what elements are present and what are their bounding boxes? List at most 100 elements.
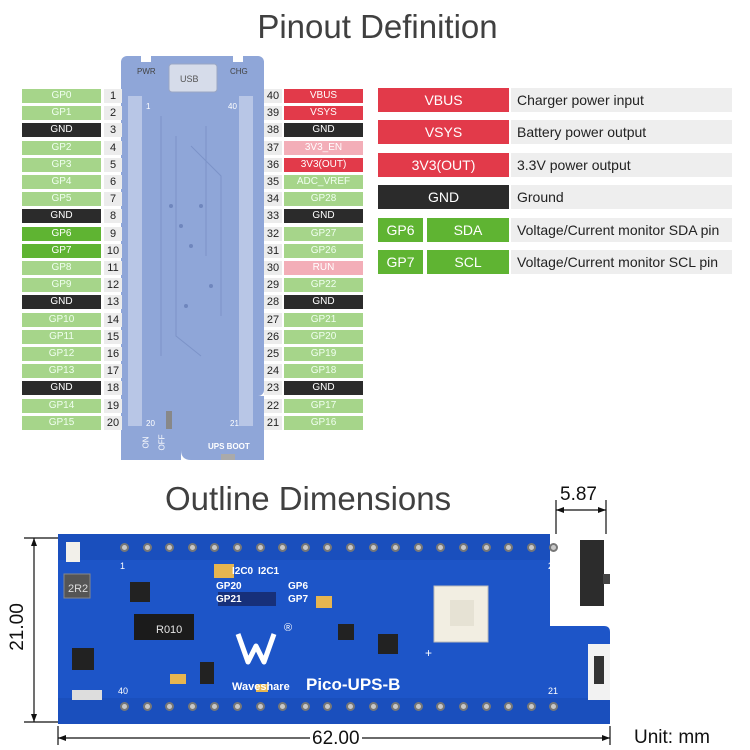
pin-number-left: 6 xyxy=(104,175,122,189)
header-hole xyxy=(346,702,355,711)
header-hole xyxy=(233,702,242,711)
pin-number-left: 15 xyxy=(104,329,122,344)
header-hole xyxy=(526,543,536,552)
pin-number-right: 35 xyxy=(264,175,282,189)
pcb-board xyxy=(58,534,612,724)
legend-pin-box: GP6 xyxy=(378,217,423,242)
legend-pin-box: VSYS xyxy=(378,120,509,145)
legend-function-box: SDA xyxy=(427,217,509,242)
pin-label-right: GND xyxy=(284,209,363,224)
unit-label: Unit: mm xyxy=(634,727,710,748)
pin-number-right: 22 xyxy=(264,398,282,413)
pin-label-right: GP26 xyxy=(284,243,363,258)
pinout-title: Pinout Definition xyxy=(257,8,498,45)
pcb-model-label: Pico-UPS-B xyxy=(306,675,401,694)
pin-label-right: VSYS xyxy=(284,106,363,121)
legend-description: Ground xyxy=(511,185,732,210)
pin-number-right: 32 xyxy=(264,226,282,241)
pcb-gp20-label: GP20 xyxy=(216,581,242,592)
pin-label-left: GP9 xyxy=(22,278,101,293)
pin-label-right: GP17 xyxy=(284,398,363,413)
pcb-gp7-label: GP7 xyxy=(288,594,309,605)
header-hole xyxy=(210,702,220,711)
header-hole xyxy=(323,543,333,552)
pin-label-right: GP28 xyxy=(284,192,363,207)
pin-label-left: GND xyxy=(22,123,101,138)
legend-description: Charger power input xyxy=(511,88,732,112)
pin-number-left: 19 xyxy=(104,398,122,413)
pin-label-left: GP1 xyxy=(22,106,101,121)
pin-number-right: 21 xyxy=(264,415,282,430)
pin-number-right: 39 xyxy=(264,106,282,121)
pin-label-left: GP5 xyxy=(22,192,101,207)
pin-label-left: GND xyxy=(22,209,101,224)
pin-number-left: 4 xyxy=(104,140,122,155)
pin-label-right: 3V3(OUT) xyxy=(284,157,363,172)
header-hole xyxy=(323,702,333,711)
pin-label-left: GP13 xyxy=(22,364,101,379)
pin-number-right: 30 xyxy=(264,261,282,275)
board-pin40-label: 40 xyxy=(228,102,237,111)
header-hole xyxy=(255,543,265,552)
pin-label-left: GP8 xyxy=(22,261,101,275)
pin-label-left: GP15 xyxy=(22,415,101,430)
header-hole xyxy=(142,543,152,552)
header-hole xyxy=(436,543,446,552)
header-hole xyxy=(504,543,514,552)
header-hole xyxy=(413,702,423,711)
header-hole xyxy=(481,543,491,552)
pin-number-right: 24 xyxy=(264,364,282,379)
legend-description: Battery power output xyxy=(511,120,732,145)
outline-title: Outline Dimensions xyxy=(165,480,452,517)
board-pin21-label: 21 xyxy=(230,419,239,428)
pin-number-right: 25 xyxy=(264,347,282,361)
pcb-pin40-label: 40 xyxy=(118,686,129,696)
header-hole xyxy=(413,543,423,552)
pin-label-left: GP4 xyxy=(22,175,101,189)
pin-label-left: GP6 xyxy=(22,226,101,241)
legend-pin-box: 3V3(OUT) xyxy=(378,152,509,177)
pin-label-left: GP14 xyxy=(22,398,101,413)
pin-label-left: GP10 xyxy=(22,312,101,327)
pin-number-left: 20 xyxy=(104,415,122,430)
pin-number-left: 8 xyxy=(104,209,122,224)
width-dimension: 62.00 xyxy=(310,728,362,750)
header-hole xyxy=(142,702,152,711)
pcb-gp6-label: GP6 xyxy=(288,581,309,592)
pcb-i2c1-label: I2C1 xyxy=(258,566,280,577)
pin-number-right: 28 xyxy=(264,295,282,310)
pin-number-left: 16 xyxy=(104,347,122,361)
pin-number-left: 9 xyxy=(104,226,122,241)
header-hole xyxy=(165,702,175,711)
legend-description: 3.3V power output xyxy=(511,152,732,177)
pin-label-right: GP22 xyxy=(284,278,363,293)
pin-label-right: GND xyxy=(284,295,363,310)
pcb-i2c0-label: I2C0 xyxy=(232,566,254,577)
pin-number-right: 29 xyxy=(264,278,282,293)
pin-number-left: 2 xyxy=(104,106,122,121)
pin-number-left: 5 xyxy=(104,157,122,172)
pin-number-left: 14 xyxy=(104,312,122,327)
pin-label-right: GP16 xyxy=(284,415,363,430)
header-hole xyxy=(255,702,265,711)
header-hole xyxy=(210,543,220,552)
pin-number-right: 23 xyxy=(264,381,282,396)
pcb-gp21-label: GP21 xyxy=(216,594,242,605)
header-hole xyxy=(391,702,401,711)
pin-number-right: 26 xyxy=(264,329,282,344)
pin-label-right: GND xyxy=(284,123,363,138)
header-hole xyxy=(278,543,288,552)
pcb-plus-label: + xyxy=(425,646,433,660)
switch-offset-dimension: 5.87 xyxy=(560,484,597,505)
pin-label-right: GP21 xyxy=(284,312,363,327)
header-hole xyxy=(549,543,559,552)
pin-label-right: GP18 xyxy=(284,364,363,379)
pin-number-left: 7 xyxy=(104,192,122,207)
legend-pin-box: GND xyxy=(378,185,509,210)
pin-number-left: 12 xyxy=(104,278,122,293)
pin-number-left: 10 xyxy=(104,243,122,258)
pcb-resistor-label: R010 xyxy=(156,624,183,636)
